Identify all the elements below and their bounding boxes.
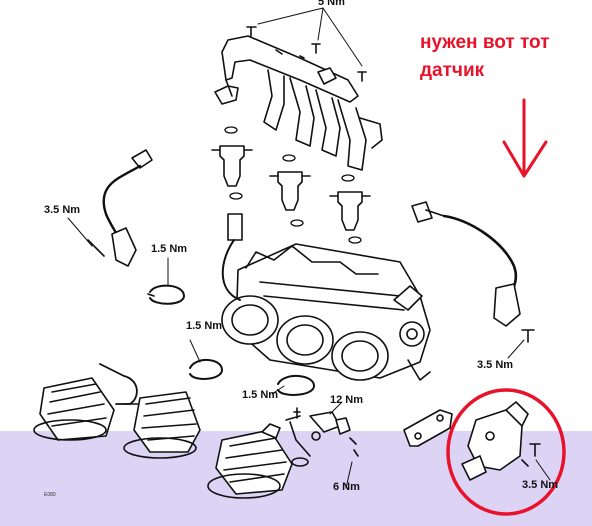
fuel-rail bbox=[214, 35, 383, 171]
torque-label-rail-screws: 5 Nm bbox=[318, 0, 345, 8]
circled-sensor bbox=[461, 401, 551, 481]
hose-clamps bbox=[147, 257, 315, 396]
rail-screws bbox=[246, 7, 367, 82]
torque-label-clamp-upper: 1.5 Nm bbox=[151, 243, 188, 255]
annotation-line-2: датчик bbox=[420, 60, 485, 81]
annotation-line-1: нужен вот тот bbox=[420, 32, 550, 53]
figure-code: E080 bbox=[44, 492, 56, 498]
torque-label-right-sensor: 3.5 Nm bbox=[477, 359, 514, 371]
torque-label-clamp-lower: 1.5 Nm bbox=[242, 389, 279, 401]
throttle-body bbox=[221, 243, 431, 381]
torque-label-bracket: 12 Nm bbox=[330, 394, 364, 406]
small-bracket-parts bbox=[293, 401, 359, 489]
torque-label-clamp-mid: 1.5 Nm bbox=[186, 320, 223, 332]
left-connector-cable bbox=[221, 213, 243, 301]
torque-label-circled-sensor: 3.5 Nm bbox=[522, 479, 559, 491]
torque-label-small-part: 6 Nm bbox=[333, 481, 360, 493]
intake-boot-middle bbox=[207, 415, 311, 499]
fuel-injectors bbox=[211, 145, 371, 231]
red-arrow-icon bbox=[502, 98, 548, 178]
red-highlight-circle bbox=[446, 388, 566, 516]
right-bracket bbox=[403, 409, 453, 447]
o-rings bbox=[224, 126, 362, 244]
right-sensor-cable bbox=[411, 201, 535, 359]
torque-label-left-bolt: 3.5 Nm bbox=[44, 204, 81, 216]
intake-boots-left bbox=[33, 363, 201, 459]
left-sensor-cable bbox=[67, 149, 153, 267]
